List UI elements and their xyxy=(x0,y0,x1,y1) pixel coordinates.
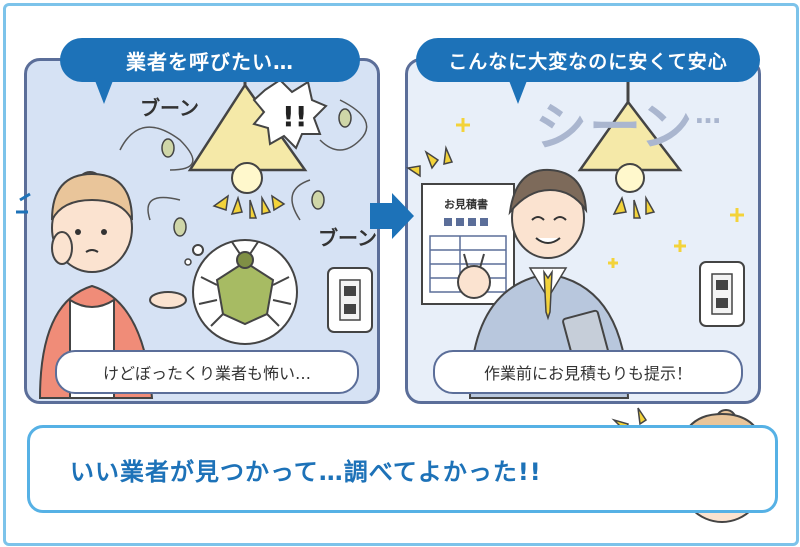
left-speech-bubble: 業者を呼びたい… xyxy=(60,38,360,104)
estimate-title: お見積書 xyxy=(444,198,488,211)
arrow-right-icon xyxy=(370,193,414,239)
left-caption: けどぼったくり業者も怖い… xyxy=(55,350,359,394)
lamp-icon xyxy=(577,61,683,219)
sparkle-icon xyxy=(456,118,744,268)
light-switch-icon xyxy=(699,261,745,327)
bottom-message-text: いい業者が見つかって…調べてよかった!! xyxy=(70,458,542,486)
fly-icon xyxy=(161,108,352,237)
exclaim-text: !! xyxy=(282,100,308,133)
left-bubble-text: 業者を呼びたい… xyxy=(126,49,294,74)
stink-bug-icon xyxy=(184,239,298,345)
silence-sound: シーン xyxy=(535,98,695,158)
right-speech-bubble: こんなに大変なのに安くて安心 xyxy=(416,38,760,104)
bubble-tail xyxy=(94,78,114,104)
burst-icon xyxy=(252,78,328,150)
silence-dots: … xyxy=(695,100,721,130)
buzz-sound-1: ブーン xyxy=(140,96,199,120)
right-caption: 作業前にお見積もりも提示！ xyxy=(433,350,743,394)
buzz-sound-2: ブーン xyxy=(318,226,377,250)
bottom-message-box: いい業者が見つかって…調べてよかった!! xyxy=(27,425,778,513)
bubble-tail xyxy=(508,78,528,104)
right-bubble-text: こんなに大変なのに安くて安心 xyxy=(448,50,728,73)
light-switch-icon xyxy=(327,267,373,333)
